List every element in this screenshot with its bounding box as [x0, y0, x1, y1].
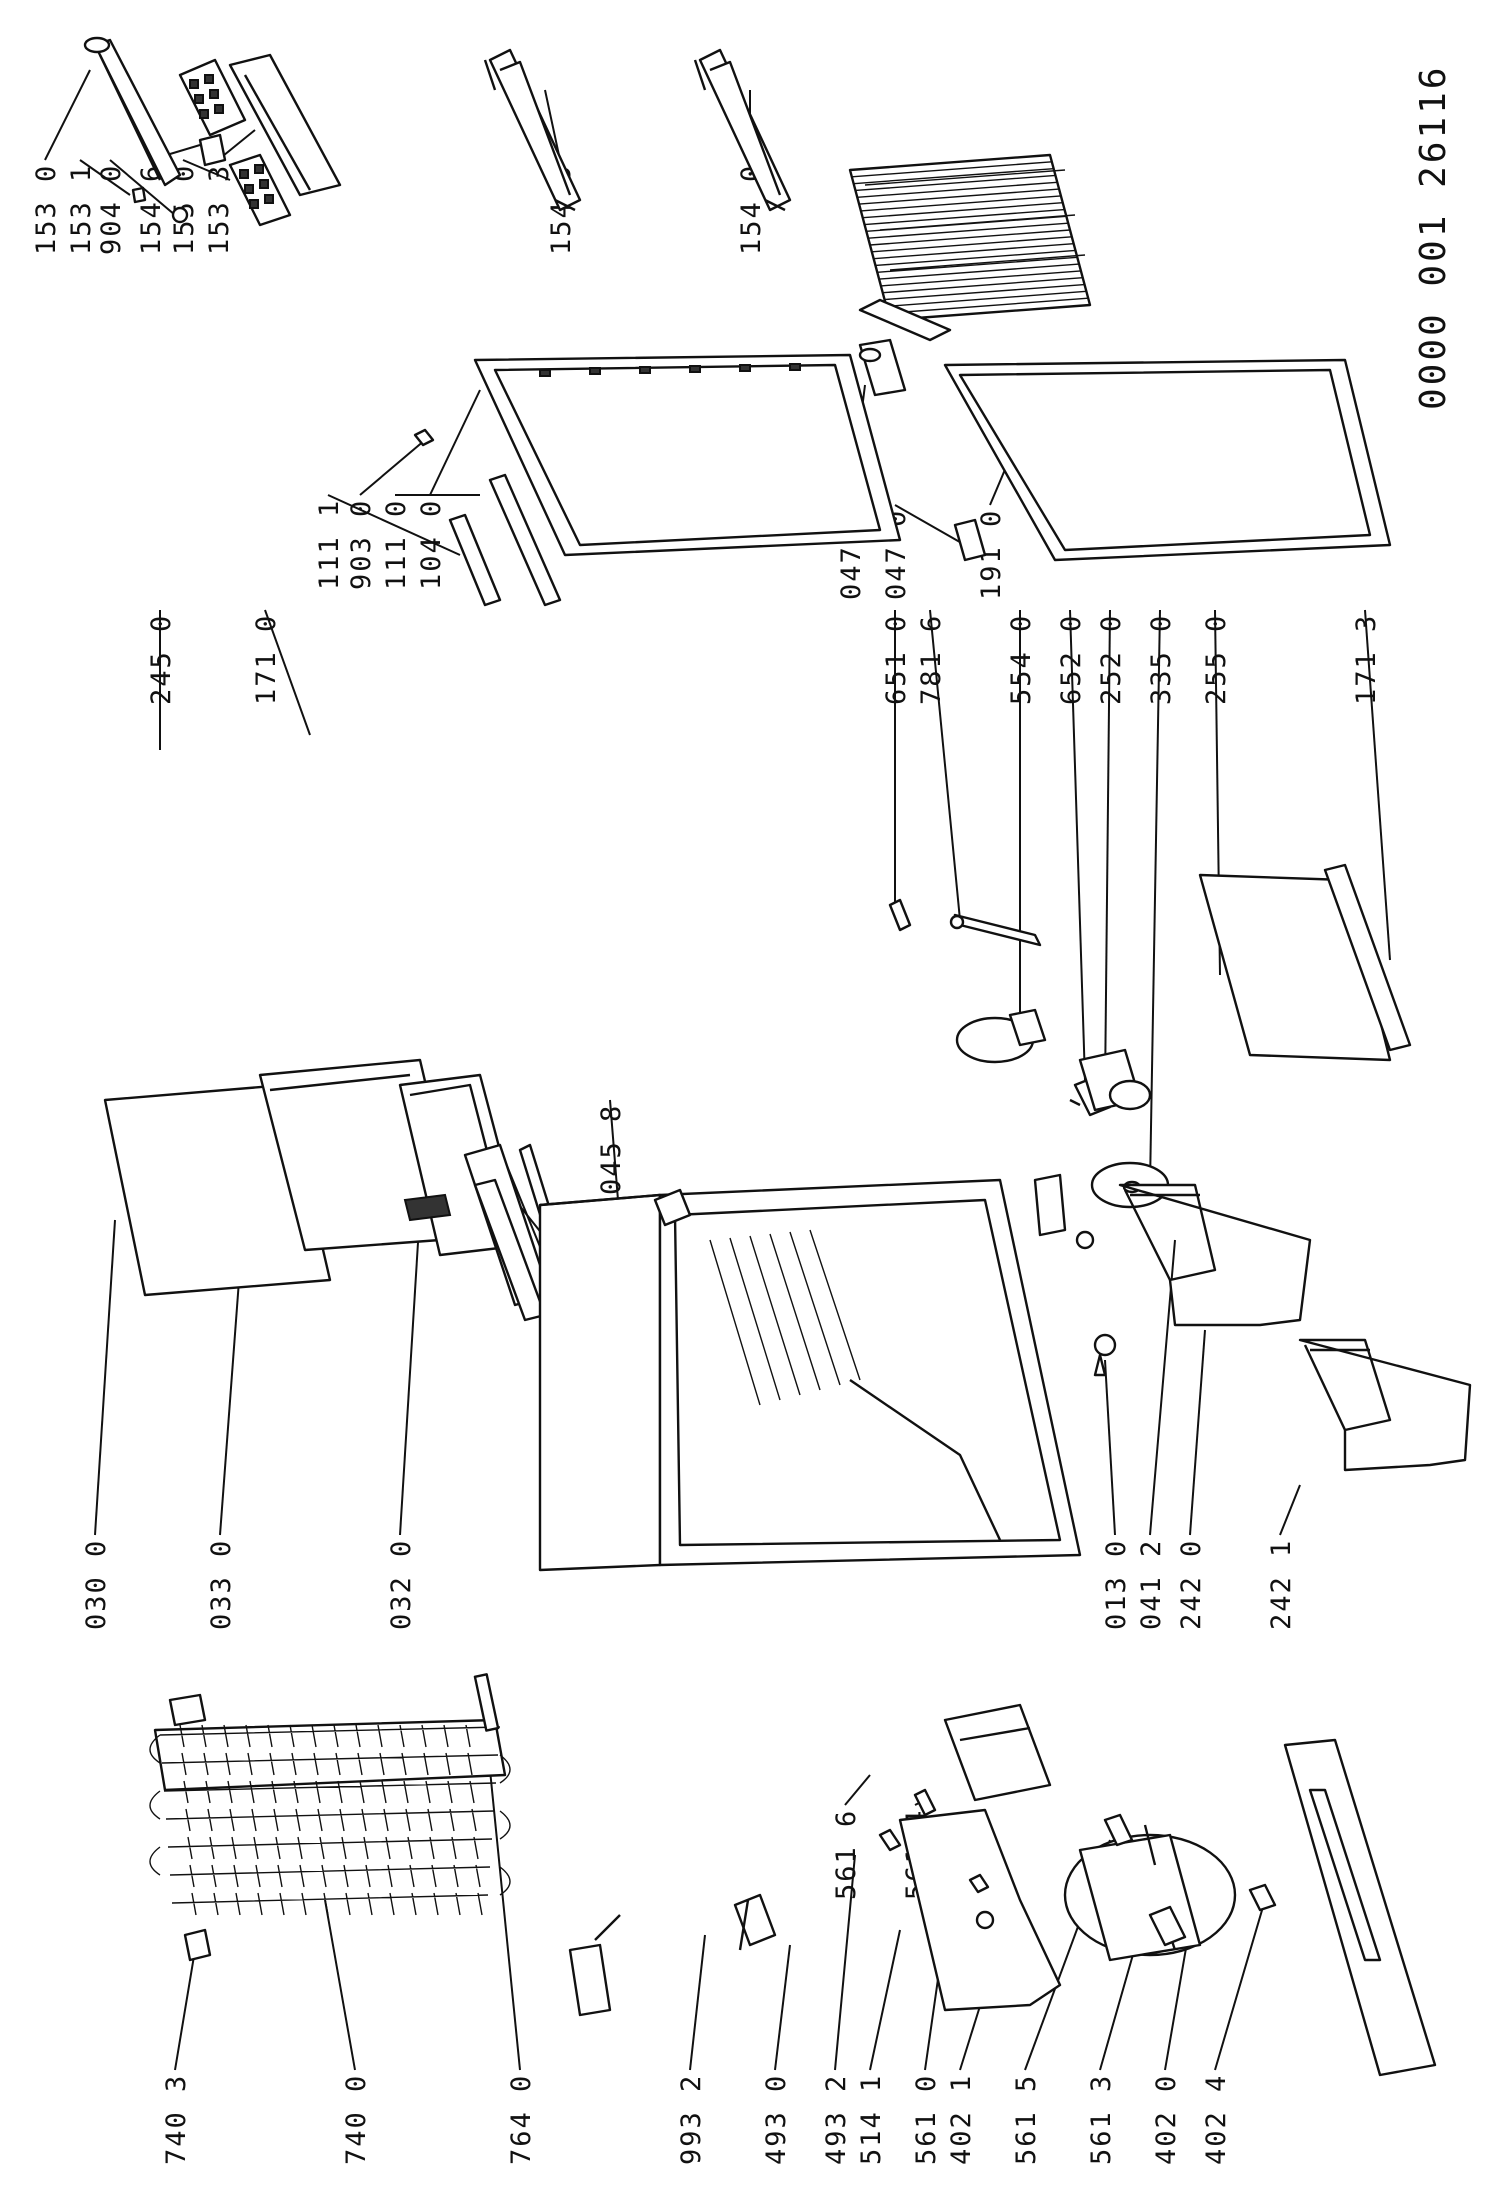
leader-line — [1189, 1329, 1206, 1536]
part-label: 561 3 — [1086, 2074, 1117, 2165]
cabinet-hinge-lower — [1033, 1173, 1095, 1250]
part-label: 740 0 — [341, 2074, 372, 2165]
drawing-number: 0000 001 26116 — [1413, 65, 1454, 410]
leader-line — [94, 1219, 116, 1536]
part-label: 032 0 — [386, 1539, 417, 1630]
part-label: 104 0 — [416, 499, 447, 590]
top-plate — [103, 1083, 332, 1297]
door-hinge-upper — [858, 338, 907, 397]
part-label: 651 0 — [881, 614, 912, 705]
part-label: 514 1 — [856, 2074, 887, 2165]
part-label: 252 0 — [1096, 614, 1127, 705]
leader-line — [399, 1209, 421, 1536]
fuse-screw — [913, 1788, 937, 1817]
part-label: 242 0 — [1176, 1539, 1207, 1630]
leader-line — [894, 504, 966, 546]
part-label: 561 0 — [911, 2074, 942, 2165]
part-label: 740 3 — [161, 2074, 192, 2165]
compressor-cover — [898, 1808, 1062, 2012]
part-label: 111 1 — [314, 499, 345, 590]
part-label: 041 2 — [1136, 1539, 1167, 1630]
leader-line — [182, 159, 231, 181]
part-label: 554 0 — [1006, 614, 1037, 705]
compressor-base-plate — [1283, 1738, 1437, 2077]
crisper-drawer-lower — [1298, 1338, 1472, 1472]
leader-line — [774, 1944, 791, 2071]
part-label: 493 2 — [821, 2074, 852, 2165]
leader-line — [429, 389, 481, 496]
wire-shelf — [848, 153, 1092, 342]
part-label: 335 0 — [1146, 614, 1177, 705]
part-label: 013 0 — [1101, 1539, 1132, 1630]
leader-line — [487, 1749, 521, 2071]
leader-line — [1364, 609, 1391, 961]
leader-line — [44, 69, 91, 161]
leader-line — [544, 89, 561, 161]
part-label: 153 0 — [31, 164, 62, 255]
leader-line — [1214, 1899, 1266, 2071]
compressor — [1063, 1833, 1237, 1962]
part-label: 171 0 — [251, 614, 282, 705]
part-label: 993 2 — [676, 2074, 707, 2165]
leader-line — [1149, 609, 1161, 1186]
leader-line — [174, 1949, 196, 2071]
crisper-drawer-upper — [1118, 1183, 1312, 1327]
door-hinge-lower — [953, 518, 987, 562]
glass-shelf — [1198, 863, 1412, 1062]
leader-line — [929, 609, 961, 921]
leader-line — [1104, 1359, 1116, 1536]
thermostat-knob — [888, 898, 1170, 1209]
door-balcony-lower — [693, 48, 792, 212]
leader-line — [689, 1934, 706, 2071]
part-label: 033 0 — [206, 1539, 237, 1630]
part-label: 153 1 — [66, 164, 97, 255]
part-label: 764 0 — [506, 2074, 537, 2165]
cabinet — [538, 1178, 1082, 1572]
leader-line — [324, 1899, 356, 2071]
part-label: 030 0 — [81, 1539, 112, 1630]
door-balcony-upper — [483, 48, 582, 212]
leader-line — [327, 494, 461, 556]
part-label: 153 3 — [204, 164, 235, 255]
part-label: 111 0 — [381, 499, 412, 590]
part-label: 245 0 — [146, 614, 177, 705]
leader-line — [834, 1854, 856, 2071]
leader-line — [1279, 1484, 1301, 1536]
part-label: 242 1 — [1266, 1539, 1297, 1630]
upper-door — [413, 353, 902, 607]
leader-line — [359, 439, 426, 496]
leader-lines — [44, 69, 1391, 2071]
leader-line — [869, 1929, 901, 2071]
electrical-box — [943, 1703, 1052, 1802]
leader-line — [79, 159, 131, 196]
leader-line — [844, 1774, 871, 1806]
condenser — [149, 1673, 511, 1962]
leader-line — [264, 609, 311, 736]
part-label: 402 4 — [1201, 2074, 1232, 2165]
leader-line — [1104, 609, 1111, 1091]
small-clips — [878, 1813, 1277, 1947]
part-label: 903 0 — [346, 499, 377, 590]
part-label: 402 0 — [1151, 2074, 1182, 2165]
relay-starter — [733, 1893, 777, 1951]
leader-line — [1069, 609, 1086, 1081]
part-label: 402 1 — [946, 2074, 977, 2165]
door-shelf-top — [83, 36, 342, 227]
part-label: 561 6 — [831, 1809, 862, 1900]
lower-door-gasket — [943, 358, 1392, 562]
part-label: 493 0 — [761, 2074, 792, 2165]
leveling-foot — [1093, 1333, 1117, 1377]
part-label: 904 0 — [96, 164, 127, 255]
drain-tube — [568, 1914, 621, 2017]
part-label: 561 5 — [1011, 2074, 1042, 2165]
